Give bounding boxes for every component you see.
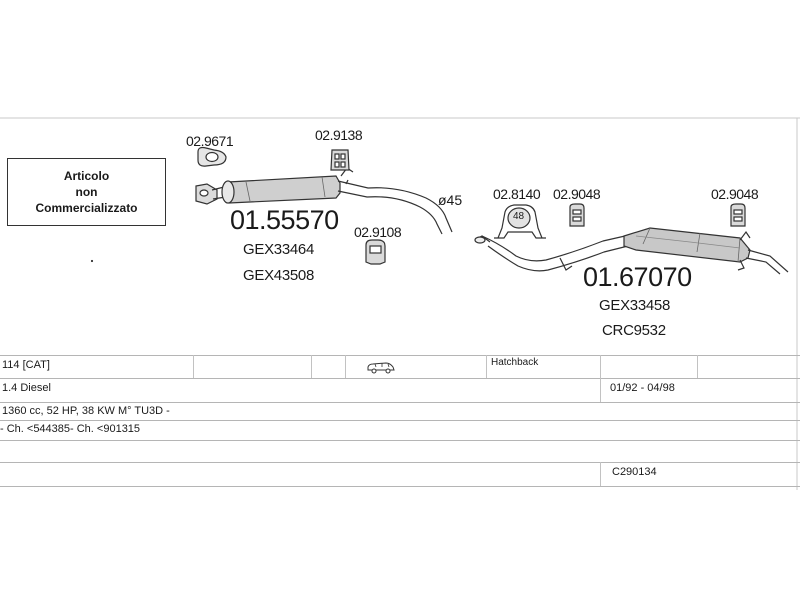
hanger-part-number: 02.9138 bbox=[315, 127, 363, 143]
specs-cell: 1360 cc, 52 HP, 38 KW M° TU3D - bbox=[2, 405, 170, 417]
not-commercialized-note: Articolo non Commercializzato bbox=[7, 158, 166, 226]
note-line: non bbox=[75, 185, 98, 199]
hanger-part-number: 02.9108 bbox=[354, 224, 402, 240]
front-assembly-ref: GEX33464 bbox=[243, 241, 314, 258]
rubber-hanger-part bbox=[569, 203, 585, 227]
rear-assembly-code: 01.67070 bbox=[583, 262, 692, 292]
ring-part-number: 02.8140 bbox=[493, 186, 541, 202]
front-assembly-ref: GEX43508 bbox=[243, 267, 314, 284]
gasket-part bbox=[197, 146, 227, 167]
note-line: Commercializzato bbox=[35, 201, 138, 215]
front-muffler-assembly bbox=[195, 167, 453, 235]
engine-cell: 1.4 Diesel bbox=[2, 382, 51, 394]
note-line: Articolo bbox=[63, 169, 110, 183]
car-icon bbox=[367, 362, 395, 374]
mounting-ring-part bbox=[494, 204, 546, 239]
front-assembly-code: 01.55570 bbox=[230, 205, 339, 235]
catalog-number-cell: C290134 bbox=[612, 466, 657, 478]
rubber-hanger-part bbox=[730, 203, 746, 227]
body-type-cell: Hatchback bbox=[491, 357, 539, 368]
rear-assembly-ref: CRC9532 bbox=[602, 322, 666, 339]
gasket-part-number: 02.9671 bbox=[186, 133, 234, 149]
rubber-hanger-part bbox=[330, 149, 350, 171]
model-cell: 114 [CAT] bbox=[2, 359, 50, 371]
rubber-hanger-part bbox=[365, 239, 386, 265]
marker-dot bbox=[90, 259, 94, 263]
hanger-part-number: 02.9048 bbox=[553, 186, 601, 202]
rear-assembly-ref: GEX33458 bbox=[599, 297, 670, 314]
period-cell: 01/92 - 04/98 bbox=[610, 382, 675, 394]
pipe-diameter-label: ø45 bbox=[438, 192, 463, 208]
hanger-part-number: 02.9048 bbox=[711, 186, 759, 202]
chassis-cell: - Ch. <544385- Ch. <901315 bbox=[0, 423, 141, 435]
rear-muffler-assembly bbox=[474, 227, 789, 275]
ring-size-label: 48 bbox=[513, 211, 525, 222]
